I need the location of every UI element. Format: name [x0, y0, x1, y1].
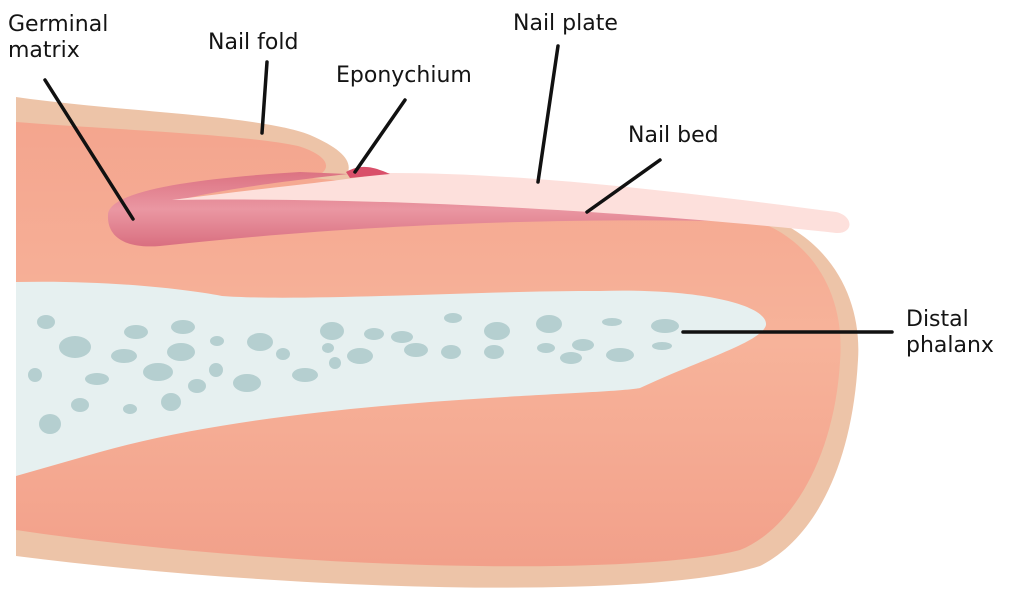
label-nail-bed: Nail bed [628, 123, 719, 148]
label-nail-plate: Nail plate [513, 11, 618, 36]
bone-spot [329, 357, 341, 369]
bone-spot [484, 345, 504, 359]
bone-spot [441, 345, 461, 359]
bone-spot [652, 342, 672, 350]
bone-spot [391, 331, 413, 343]
bone-spot [537, 343, 555, 353]
bone-spot [444, 313, 462, 323]
label-eponychium: Eponychium [336, 63, 472, 88]
bone-spot [143, 363, 173, 381]
bone-spot [292, 368, 318, 382]
bone-spot [536, 315, 562, 333]
bone-spot [347, 348, 373, 364]
germinal-matrix-nail-bed [107, 172, 782, 247]
bone-spot [247, 333, 273, 351]
label-germinal-matrix: Germinal matrix [8, 12, 109, 63]
bone-spot [572, 339, 594, 351]
bone-spot [602, 318, 622, 326]
bone-spot [188, 379, 206, 393]
bone-spot [209, 363, 223, 377]
bone-spot [59, 336, 91, 358]
bone-spot [320, 322, 344, 340]
leader-nail-plate [536, 44, 560, 184]
bone-spot [37, 315, 55, 329]
leader-lines [43, 44, 894, 334]
bone-spot [161, 393, 181, 411]
bone-spot [85, 373, 109, 385]
bone-spot [484, 322, 510, 340]
distal-phalanx-bone [16, 281, 767, 476]
bone-spot [322, 343, 334, 353]
bone-spot [123, 404, 137, 414]
leader-eponychium [353, 98, 407, 174]
bone-spot [111, 349, 137, 363]
bone-spot [210, 336, 224, 346]
bone-spot [171, 320, 195, 334]
leader-nail-bed [585, 158, 662, 214]
label-nail-fold: Nail fold [208, 30, 299, 55]
bone-spot [651, 319, 679, 333]
bone-spot [364, 328, 384, 340]
bone-spot [71, 398, 89, 412]
nail-plate [172, 172, 850, 234]
label-distal-phalanx: Distal phalanx [906, 307, 994, 358]
bone-spot [167, 343, 195, 361]
bone-spot [276, 348, 290, 360]
bone-spot [560, 352, 582, 364]
bone-spot [233, 374, 261, 392]
bone-spots [28, 313, 679, 434]
leader-germinal-matrix [43, 78, 135, 221]
bone-spot [124, 325, 148, 339]
bone-spot [404, 343, 428, 357]
bone-spot [39, 414, 61, 434]
bone-spot [28, 368, 42, 382]
bone-spot [606, 348, 634, 362]
leader-nail-fold [260, 60, 269, 135]
